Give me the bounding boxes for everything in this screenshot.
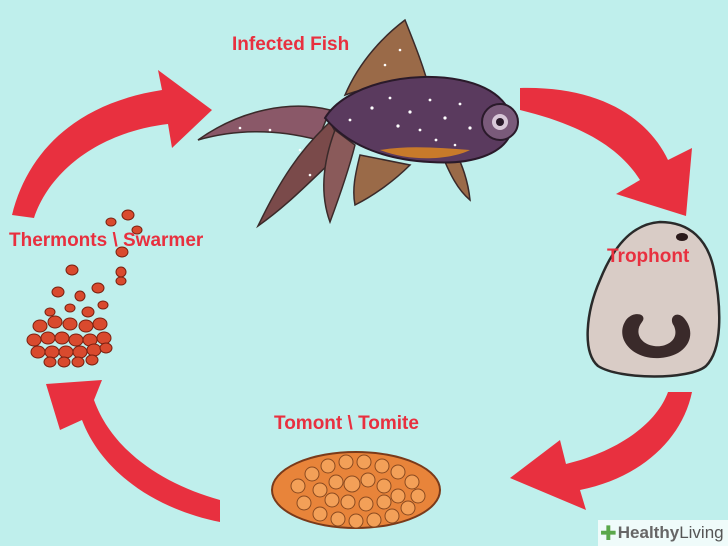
label-trophont: Trophont: [607, 246, 690, 267]
trophont-cell-icon: [586, 220, 721, 378]
arrow-fish-to-trophont: [520, 87, 692, 216]
cycle-arrows: [12, 70, 692, 522]
label-tomont: Tomont \ Tomite: [274, 413, 419, 434]
plus-icon: ✚: [600, 522, 617, 545]
fish-icon: [197, 18, 519, 229]
watermark-logo: ✚ Healthy Living: [598, 520, 728, 546]
watermark-regular: Living: [679, 523, 724, 542]
label-infected-fish: Infected Fish: [232, 34, 350, 55]
label-thermonts: Thermonts \ Swarmer: [9, 230, 204, 251]
watermark-bold: Healthy: [617, 523, 680, 542]
arrow-swarmer-to-fish: [12, 70, 212, 218]
tomont-cyst-icon: [271, 451, 441, 529]
arrow-trophont-to-tomont: [510, 392, 692, 510]
swarmer-cluster-icon: [26, 209, 143, 368]
arrow-tomont-to-swarmer: [46, 380, 220, 522]
